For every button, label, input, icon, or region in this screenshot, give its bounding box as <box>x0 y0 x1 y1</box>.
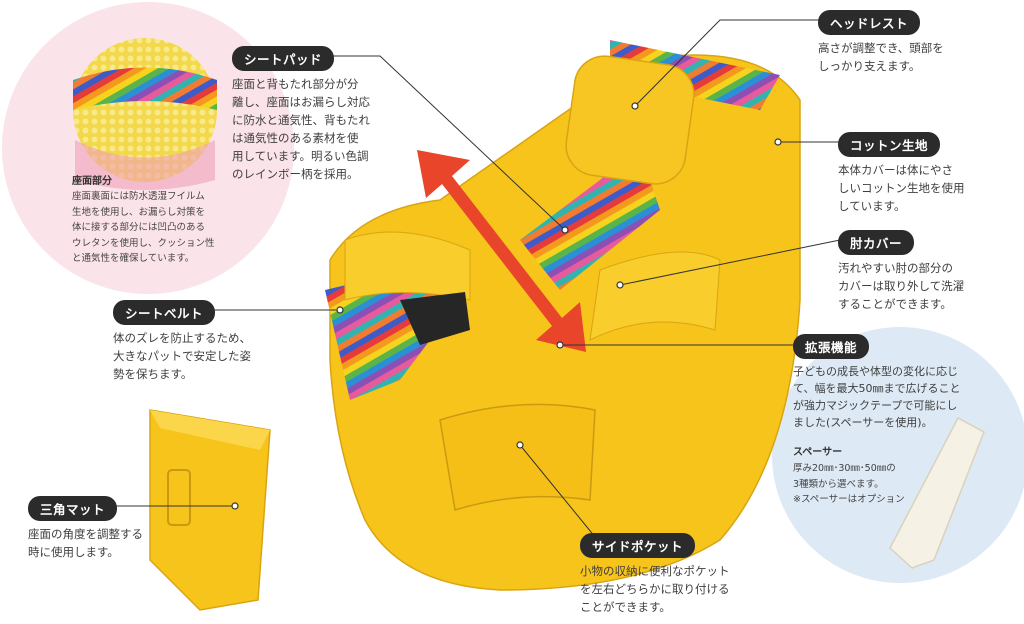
elbow-desc: 汚れやすい肘の部分の カバーは取り外して洗濯 することができます。 <box>838 261 965 311</box>
triangle-mat-desc: 座面の角度を調整する 時に使用します。 <box>28 527 143 559</box>
recline-arrow <box>417 150 586 352</box>
side-pocket-badge: サイドポケット <box>580 533 696 558</box>
side-pocket-callout: サイドポケット 小物の収納に便利なポケット を左右どちらかに取り付ける ことがで… <box>580 533 760 616</box>
leader-lines <box>105 19 841 544</box>
spacer-title: スペーサー <box>793 447 843 458</box>
spacer-image <box>889 416 985 569</box>
cotton-desc: 本体カバーは体にやさ しいコットン生地を使用 しています。 <box>838 163 965 213</box>
seat-part-desc: 座面裏面には防水透湿フイルム 生地を使用し、お漏らし対策を 体に接する部分には凹… <box>72 191 215 264</box>
expand-callout: 拡張機能 子どもの成長や体型の変化に応じ て、幅を最大50㎜まで広げること が強… <box>793 334 1015 431</box>
triangle-mat-image <box>149 409 271 611</box>
expand-desc: 子どもの成長や体型の変化に応じ て、幅を最大50㎜まで広げること が強力マジック… <box>793 365 961 429</box>
cotton-badge: コットン生地 <box>838 132 941 157</box>
side-pocket-desc: 小物の収納に便利なポケット を左右どちらかに取り付ける ことができます。 <box>580 564 730 614</box>
seat-pad-desc: 座面と背もたれ部分が分 離し、座面はお漏らし対応 に防水と通気性、背もたれ は通… <box>232 77 370 181</box>
seat-pad-badge: シートパッド <box>232 46 335 71</box>
headrest-callout: ヘッドレスト 高さが調整でき、頭部を しっかり支えます。 <box>818 10 988 75</box>
seat-part-callout: 座面部分 座面裏面には防水透湿フイルム 生地を使用し、お漏らし対策を 体に接する… <box>72 172 237 267</box>
headrest-desc: 高さが調整でき、頭部を しっかり支えます。 <box>818 41 944 73</box>
triangle-mat-badge: 三角マット <box>28 496 118 521</box>
side-pocket-image <box>439 403 596 511</box>
spacer-desc: 厚み20㎜･30㎜･50㎜の 3種類から選べます。 ※スペーサーはオプション <box>793 463 905 505</box>
spacer-circle <box>772 327 1024 583</box>
expand-badge: 拡張機能 <box>793 334 870 359</box>
elbow-badge: 肘カバー <box>838 230 915 255</box>
leader-dots <box>231 102 782 510</box>
elbow-callout: 肘カバー 汚れやすい肘の部分の カバーは取り外して洗濯 することができます。 <box>838 230 1008 313</box>
spacer-callout: スペーサー 厚み20㎜･30㎜･50㎜の 3種類から選べます。 ※スペーサーはオ… <box>793 443 933 508</box>
seat-part-title: 座面部分 <box>72 176 112 187</box>
headrest-badge: ヘッドレスト <box>818 10 921 35</box>
headrest-image <box>565 55 695 185</box>
seat-belt-callout: シートベルト 体のズレを防止するため、 大きなパットで安定した姿 勢を保ちます。 <box>113 300 283 383</box>
seat-belt-badge: シートベルト <box>113 300 216 325</box>
seat-belt-desc: 体のズレを防止するため、 大きなパットで安定した姿 勢を保ちます。 <box>113 331 251 381</box>
cotton-callout: コットン生地 本体カバーは体にやさ しいコットン生地を使用 しています。 <box>838 132 1008 215</box>
seat-pad-callout: シートパッド 座面と背もたれ部分が分 離し、座面はお漏らし対応 に防水と通気性、… <box>232 46 392 183</box>
triangle-mat-callout: 三角マット 座面の角度を調整する 時に使用します。 <box>28 496 178 561</box>
